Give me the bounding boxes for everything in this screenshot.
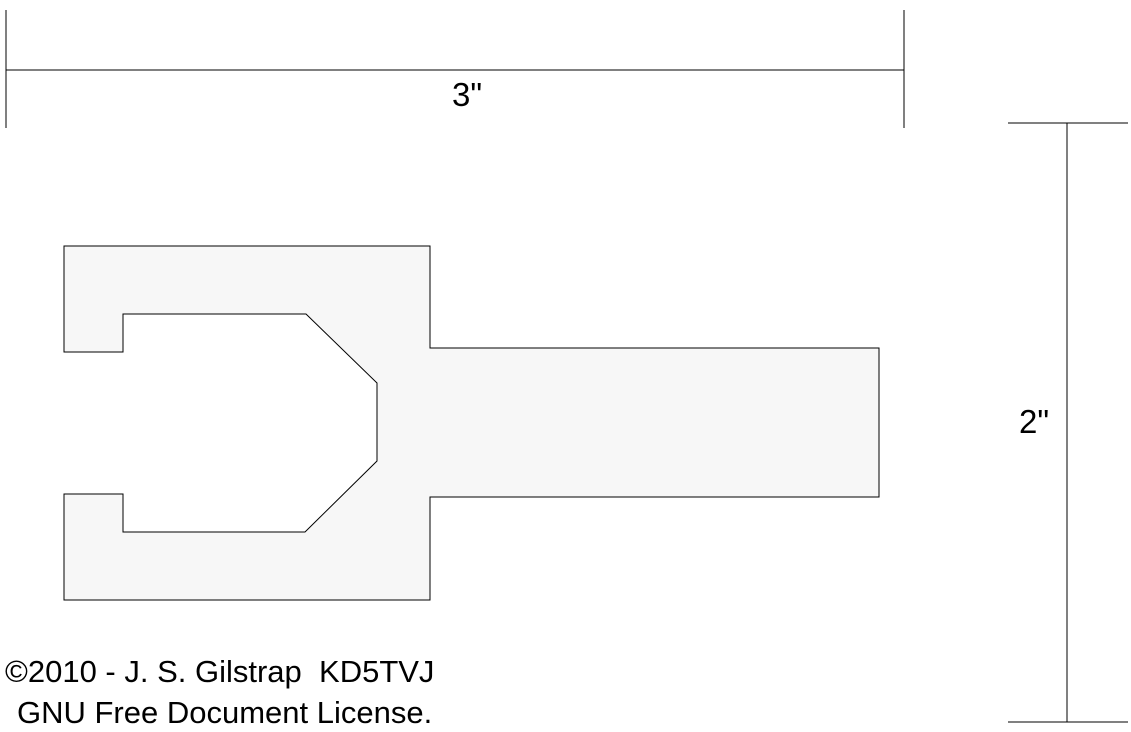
height-dimension: [1008, 122, 1128, 723]
copyright-text: ©2010 - J. S. Gilstrap KD5TVJ: [5, 654, 435, 689]
height-dimension-label: 2": [1019, 403, 1050, 440]
wrench-part-outline: [63, 245, 880, 601]
width-dimension-label: 3": [452, 76, 483, 113]
license-text: GNU Free Document License.: [17, 695, 433, 730]
width-dimension: [5, 10, 905, 128]
